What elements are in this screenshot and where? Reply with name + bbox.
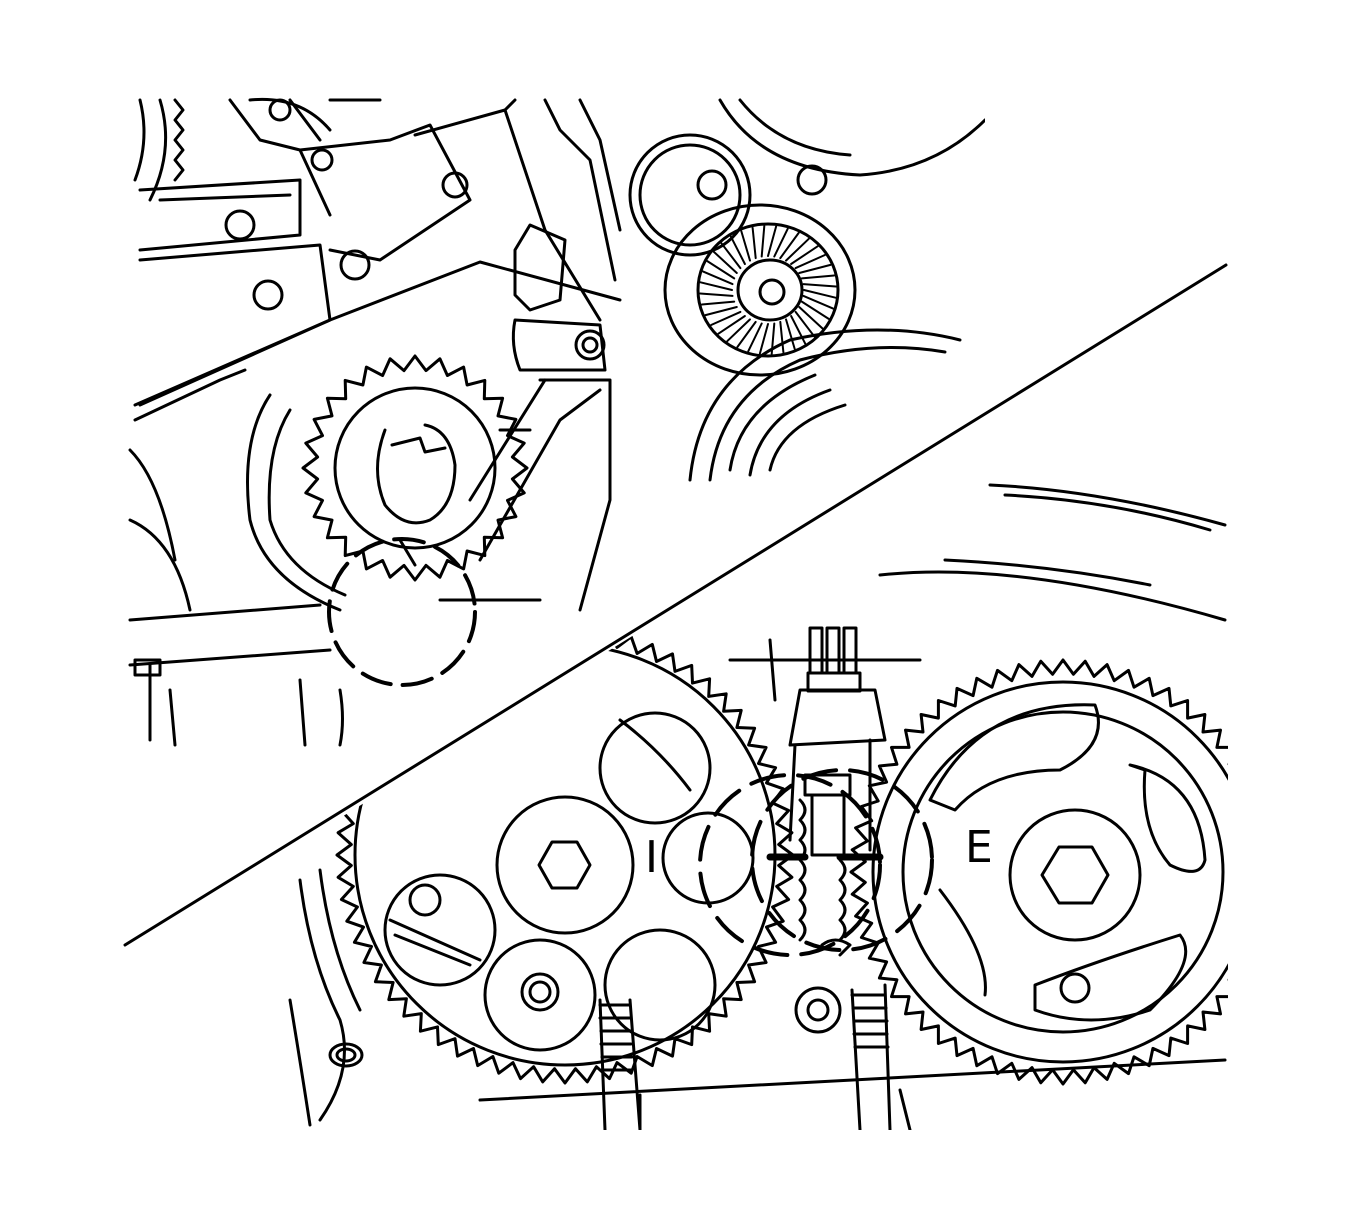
exhaust-sprocket-teeth: [849, 658, 1228, 1086]
idler-pulley: [628, 133, 857, 377]
cover-outline: [288, 483, 1227, 1130]
upper-view-crankshaft: [128, 97, 987, 747]
crankshaft-sprocket-teeth: [301, 354, 529, 582]
idler-rib: [699, 281, 733, 291]
idler-rib: [802, 283, 837, 288]
idler-rib: [701, 270, 734, 286]
exhaust-camshaft-sprocket: [849, 658, 1228, 1086]
intake-camshaft-sprocket: [335, 625, 795, 1085]
idler-rib: [790, 245, 819, 265]
mount-holes: [224, 98, 469, 311]
idler-rib: [773, 227, 789, 258]
idler-rib: [699, 292, 734, 297]
idler-rib: [798, 306, 824, 330]
idler-rib: [706, 260, 736, 280]
idler-rib: [779, 320, 785, 354]
idler-rib: [710, 310, 742, 326]
idler-rib: [758, 323, 769, 355]
idler-rib: [800, 274, 836, 280]
accessory-pulley: [688, 98, 987, 482]
idler-rib: [740, 230, 751, 262]
idler-rib: [785, 318, 796, 350]
cam-locking-tool: [598, 626, 922, 1130]
idler-rib: [802, 294, 835, 310]
exhaust-hex-bolt: [1040, 845, 1110, 905]
idler-rib: [760, 225, 766, 258]
lower-view-camshafts: [288, 483, 1228, 1130]
idler-rib: [767, 225, 778, 257]
idler-rib: [747, 322, 763, 353]
intake-label: I: [645, 832, 658, 883]
detail-circle-exhaust-mark: [750, 768, 934, 952]
view-divider: [123, 263, 1228, 947]
intake-hex-bolt: [537, 840, 592, 890]
idler-rib: [751, 226, 757, 260]
idler-rib: [803, 289, 837, 299]
idler-rib: [800, 300, 830, 320]
idler-rib: [798, 263, 832, 274]
idler-rib: [736, 320, 757, 349]
crankshaft-sprocket: [246, 354, 602, 612]
idler-rib: [717, 315, 746, 335]
idler-pulley-ribs: [699, 225, 837, 355]
idler-rib: [700, 300, 736, 306]
idler-rib: [704, 306, 738, 317]
idler-rib: [712, 250, 738, 274]
idler-rib: [794, 254, 826, 270]
detail-circle-intake-mark: [698, 773, 882, 957]
intake-sprocket-teeth: [335, 625, 795, 1085]
exhaust-label: E: [965, 822, 993, 873]
engine-block-outline: [128, 97, 622, 747]
detail-circle-crank-mark: [327, 537, 477, 687]
idler-rib: [779, 231, 800, 260]
idler-rib: [720, 242, 742, 270]
tensioner-bracket: [511, 223, 607, 372]
idler-rib: [729, 235, 746, 265]
idler-rib: [790, 315, 807, 345]
idler-rib: [794, 310, 816, 338]
idler-rib: [785, 237, 810, 262]
idler-rib: [726, 318, 751, 343]
